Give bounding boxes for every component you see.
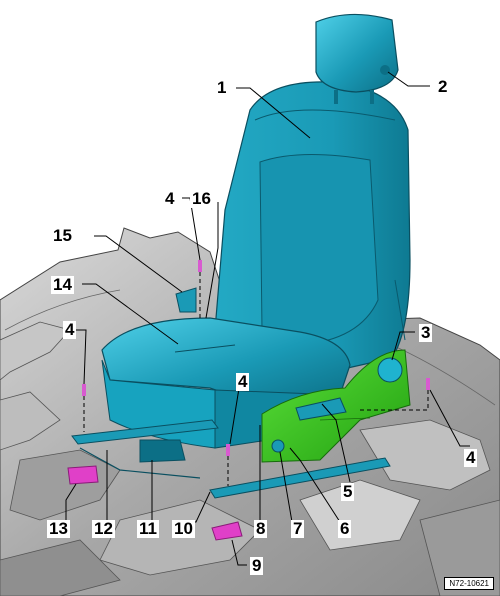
callout-4-b: 4 (63, 320, 77, 339)
height-lever (175, 287, 197, 313)
callout-12: 12 (92, 519, 115, 538)
callout-2: 2 (436, 77, 450, 96)
callout-5: 5 (341, 482, 355, 501)
callout-16: 16 (190, 189, 213, 208)
side-trim-green (261, 349, 411, 463)
bolts (82, 260, 430, 486)
callout-14: 14 (51, 275, 74, 294)
callout-4-a: 4 (163, 189, 177, 208)
callout-7: 7 (291, 519, 305, 538)
clip-13 (67, 465, 99, 485)
figure-reference: N72-10621 (444, 577, 494, 590)
backrest (214, 81, 411, 373)
callout-4-c: 4 (236, 372, 250, 391)
callout-4-d: 4 (464, 448, 478, 467)
callout-10: 10 (172, 519, 195, 538)
callout-9: 9 (250, 556, 264, 575)
headrest (315, 13, 399, 104)
seat-rails (71, 419, 391, 499)
leader-lines (65, 71, 470, 566)
callout-8: 8 (254, 519, 268, 538)
callout-13: 13 (47, 519, 70, 538)
callout-3: 3 (419, 323, 433, 342)
clip-9 (211, 521, 243, 541)
callout-6: 6 (338, 519, 352, 538)
callout-11: 11 (137, 519, 159, 538)
callout-15: 15 (51, 226, 74, 245)
callout-1: 1 (215, 78, 229, 97)
